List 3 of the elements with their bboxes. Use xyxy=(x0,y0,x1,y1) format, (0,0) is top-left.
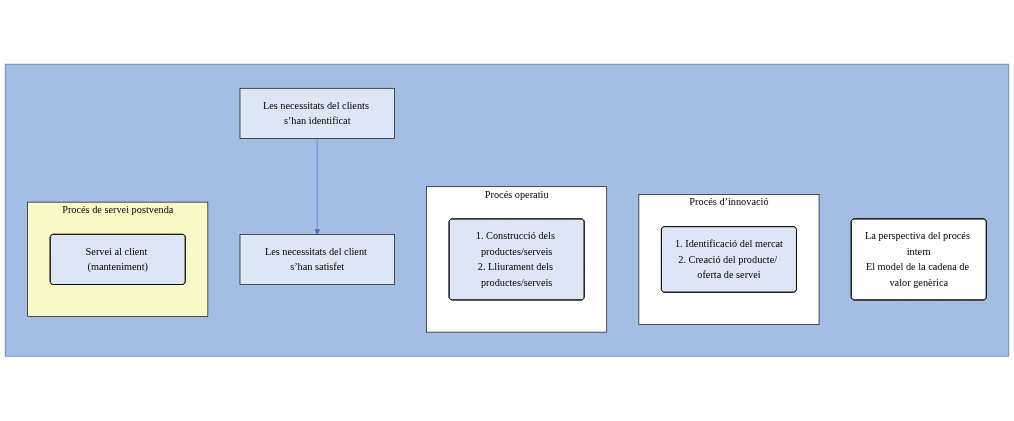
cluster xyxy=(4,64,1010,357)
node-box: Les necessitats del clients s’han identificat xyxy=(239,88,395,140)
node-box: Les necessitats del client s’han satisfet xyxy=(239,234,395,286)
